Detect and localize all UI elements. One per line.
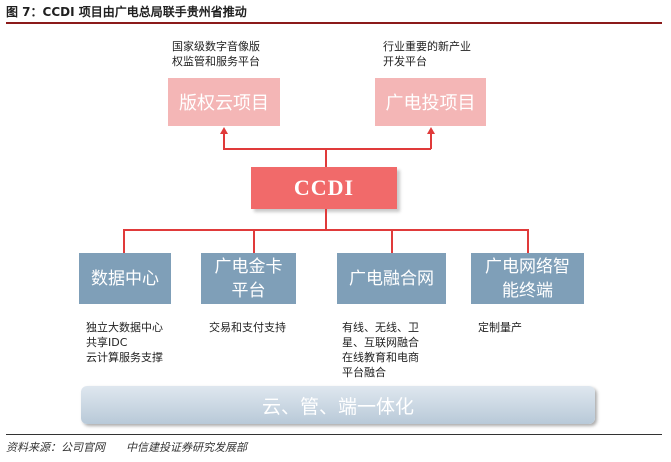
node-gold-card-platform: 广电金卡 平台	[201, 253, 296, 304]
note-converged-network: 有线、无线、卫 星、互联网融合 在线教育和电商 平台融合	[342, 321, 419, 379]
connector-bottom-horizontal	[123, 229, 528, 231]
connector-bottom-1	[123, 229, 125, 253]
connector-bottom-3	[391, 229, 393, 253]
top-note-copyright: 国家级数字音像版 权监管和服务平台	[172, 40, 260, 68]
connector-top-right	[430, 133, 432, 149]
figure-title: 图 7：CCDI 项目由广电总局联手贵州省推动	[6, 5, 247, 19]
node-broadcast-investment: 广电投项目	[375, 78, 486, 126]
title-divider	[6, 22, 662, 24]
connector-top-left	[223, 133, 225, 149]
note-smart-terminal: 定制量产	[478, 321, 522, 334]
arrow-to-copyright	[220, 127, 228, 134]
note-gold-card-platform: 交易和支付支持	[209, 321, 286, 334]
node-copyright-cloud: 版权云项目	[168, 78, 280, 126]
node-data-center: 数据中心	[79, 253, 171, 304]
connector-bottom-4	[527, 229, 529, 253]
top-note-investment: 行业重要的新产业 开发平台	[383, 40, 471, 68]
arrow-to-investment	[427, 127, 435, 134]
connector-ccdi-up	[325, 148, 327, 167]
connector-top-horizontal	[223, 148, 431, 150]
source-note: 资料来源：公司官网 中信建投证券研究发展部	[6, 441, 247, 454]
connector-bottom-2	[253, 229, 255, 253]
connector-ccdi-down	[325, 209, 327, 230]
footer-divider	[6, 434, 662, 435]
integration-bar: 云、管、端一体化	[81, 386, 595, 424]
node-converged-network: 广电融合网	[337, 253, 446, 304]
note-data-center: 独立大数据中心 共享IDC 云计算服务支撑	[86, 321, 163, 364]
node-ccdi: CCDI	[251, 167, 397, 209]
node-smart-terminal: 广电网络智 能终端	[471, 253, 584, 304]
